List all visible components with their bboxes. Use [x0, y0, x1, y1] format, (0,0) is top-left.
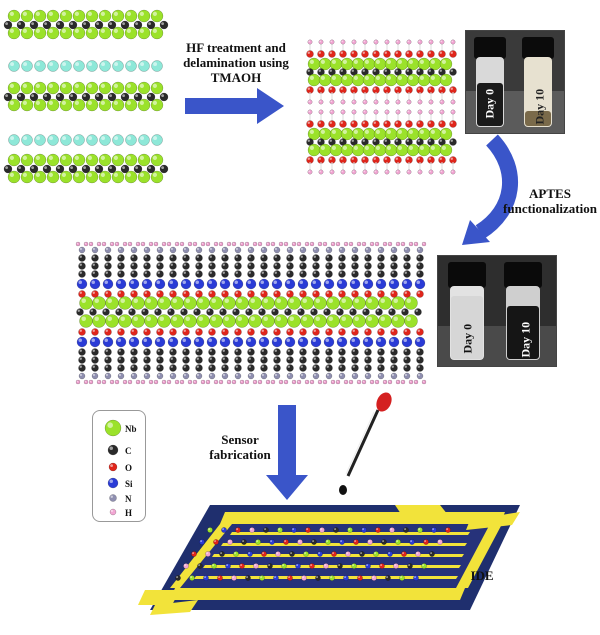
step2-line1: APTES [529, 186, 571, 201]
max-phase-structure [3, 9, 169, 184]
vial-top-left-label: Day 0 [482, 88, 497, 119]
vial-photo-middle: Day 0 Day 10 [437, 255, 557, 367]
step1-line2: delamination using [183, 55, 289, 70]
legend-swatch-si [107, 477, 119, 489]
step3-line2: fabrication [209, 447, 271, 462]
dropper-icon [339, 392, 392, 495]
legend-n: N [125, 494, 132, 504]
ide-device [138, 505, 520, 615]
legend-c: C [125, 446, 132, 456]
legend-o: O [125, 463, 133, 473]
legend-swatch-o [108, 462, 118, 472]
legend-nb: Nb [125, 424, 137, 434]
legend-si: Si [125, 479, 133, 489]
atom-legend: Nb C O Si N H [92, 410, 146, 522]
arrow-step1 [185, 88, 284, 124]
legend-h: H [125, 508, 133, 518]
legend-swatch-c [107, 444, 119, 456]
step1-line3: TMAOH [210, 70, 262, 85]
vial-middle-right-label: Day 10 [518, 321, 533, 358]
sensing-film [175, 527, 451, 581]
step2-label: APTES functionalization [500, 186, 600, 216]
vial-photo-middle-art [438, 256, 556, 366]
legend-swatch-nb [104, 419, 122, 437]
ide-label: IDE [470, 568, 494, 583]
step3-line1: Sensor [221, 432, 259, 447]
step1-label: HF treatment and delamination using TMAO… [176, 40, 296, 85]
step1-line1: HF treatment and [186, 40, 286, 55]
legend-swatch-h [109, 508, 117, 516]
vial-top-right-label: Day 10 [532, 88, 547, 125]
step3-label: Sensor fabrication [200, 432, 280, 462]
aptes-functionalized-structure [75, 241, 427, 385]
delaminated-mxene-structure [306, 39, 457, 175]
vial-middle-left-label: Day 0 [460, 323, 475, 354]
legend-swatch-n [109, 494, 117, 502]
arrow-step3 [266, 405, 308, 500]
atom-legend-swatches [104, 419, 122, 516]
vial-photo-top-art [466, 31, 564, 133]
vial-photo-top: Day 0 Day 10 [465, 30, 565, 134]
step2-line2: functionalization [503, 201, 597, 216]
arrow-step2 [462, 134, 519, 245]
